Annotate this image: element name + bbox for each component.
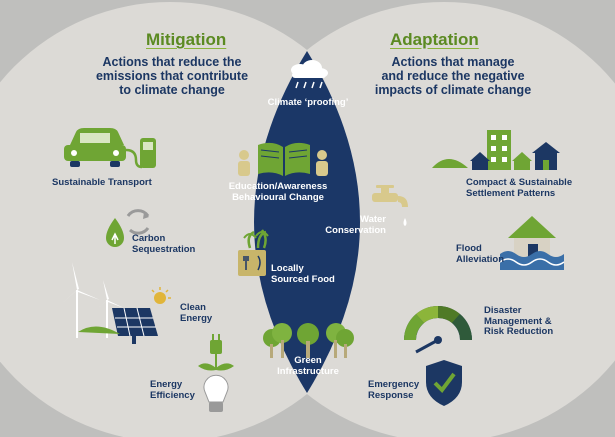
green-line: Green [294,355,322,366]
cloud-rain-icon [291,60,328,89]
mitigation-desc-line: Actions that reduce the [102,55,242,69]
water-line: Conservation [325,224,386,236]
clean-line: Energy [180,312,213,324]
recycle-drop-icon [106,209,150,247]
efficiency-line: Efficiency [150,389,195,401]
label-clean-energy: Clean Energy [180,302,230,324]
flood-line: Alleviation [456,253,505,265]
settlement-line: Compact & Sustainable [466,177,573,188]
disaster-line: Disaster [484,305,522,316]
label-settlement-patterns: Compact & Sustainable Settlement Pattern… [466,177,596,199]
green-line: Infrastructure [277,365,339,377]
water-line: Water [359,214,386,225]
label-water-conservation: Water Conservation [320,214,386,236]
trees-icon [263,323,354,358]
shield-check-icon [426,360,462,406]
emergency-line: Response [368,389,414,401]
plug-bulb-icon [198,334,234,412]
adaptation-desc-line: and reduce the negative [381,69,525,83]
label-education: Education/Awareness Behavioural Change [218,181,338,203]
label-flood-alleviation: Flood Alleviation [456,243,516,265]
adaptation-desc-line: impacts of climate change [374,83,532,97]
label-climate-proofing: Climate ‘proofing’ [267,97,349,108]
flood-line: Flood [456,243,482,254]
settlement-line: Settlement Patterns [466,187,556,199]
efficiency-line: Energy [150,379,183,390]
solar-panel-icon [78,287,171,344]
food-line: Sourced Food [271,273,335,285]
label-local-food: Locally Sourced Food [271,263,351,285]
label-disaster-management: Disaster Management & Risk Reduction [484,305,574,338]
carbon-line: Sequestration [132,243,196,255]
education-line: Education/Awareness [228,181,328,192]
adaptation-desc-line: Actions that manage [391,55,515,69]
gauge-icon [403,305,473,354]
mitigation-heading: Mitigation [146,30,227,49]
flood-house-icon [499,216,565,270]
label-emergency-response: Emergency Response [368,379,428,401]
book-people-icon [238,142,328,176]
mitigation-desc-line: to climate change [119,83,225,97]
tap-icon [372,185,408,226]
label-green-infrastructure: Green Infrastructure [268,355,348,377]
adaptation-description: Actions that manage and reduce the negat… [363,55,543,97]
disaster-line: Management & [484,315,552,327]
clean-line: Clean [180,302,206,313]
label-energy-efficiency: Energy Efficiency [150,379,204,401]
adaptation-heading: Adaptation [390,30,479,49]
education-line: Behavioural Change [232,191,324,203]
buildings-houses-icon [432,130,560,170]
label-sustainable-transport: Sustainable Transport [52,177,152,188]
mitigation-desc-line: emissions that contribute [95,69,249,83]
emergency-line: Emergency [368,379,420,390]
mitigation-description: Actions that reduce the emissions that c… [84,55,260,97]
carbon-line: Carbon [132,233,166,244]
label-carbon-sequestration: Carbon Sequestration [132,233,212,255]
overlap-lens [254,51,360,393]
disaster-line: Risk Reduction [484,326,554,338]
car-charger-icon [64,128,156,169]
food-line: Locally [271,263,304,274]
food-bag-icon [238,229,269,276]
